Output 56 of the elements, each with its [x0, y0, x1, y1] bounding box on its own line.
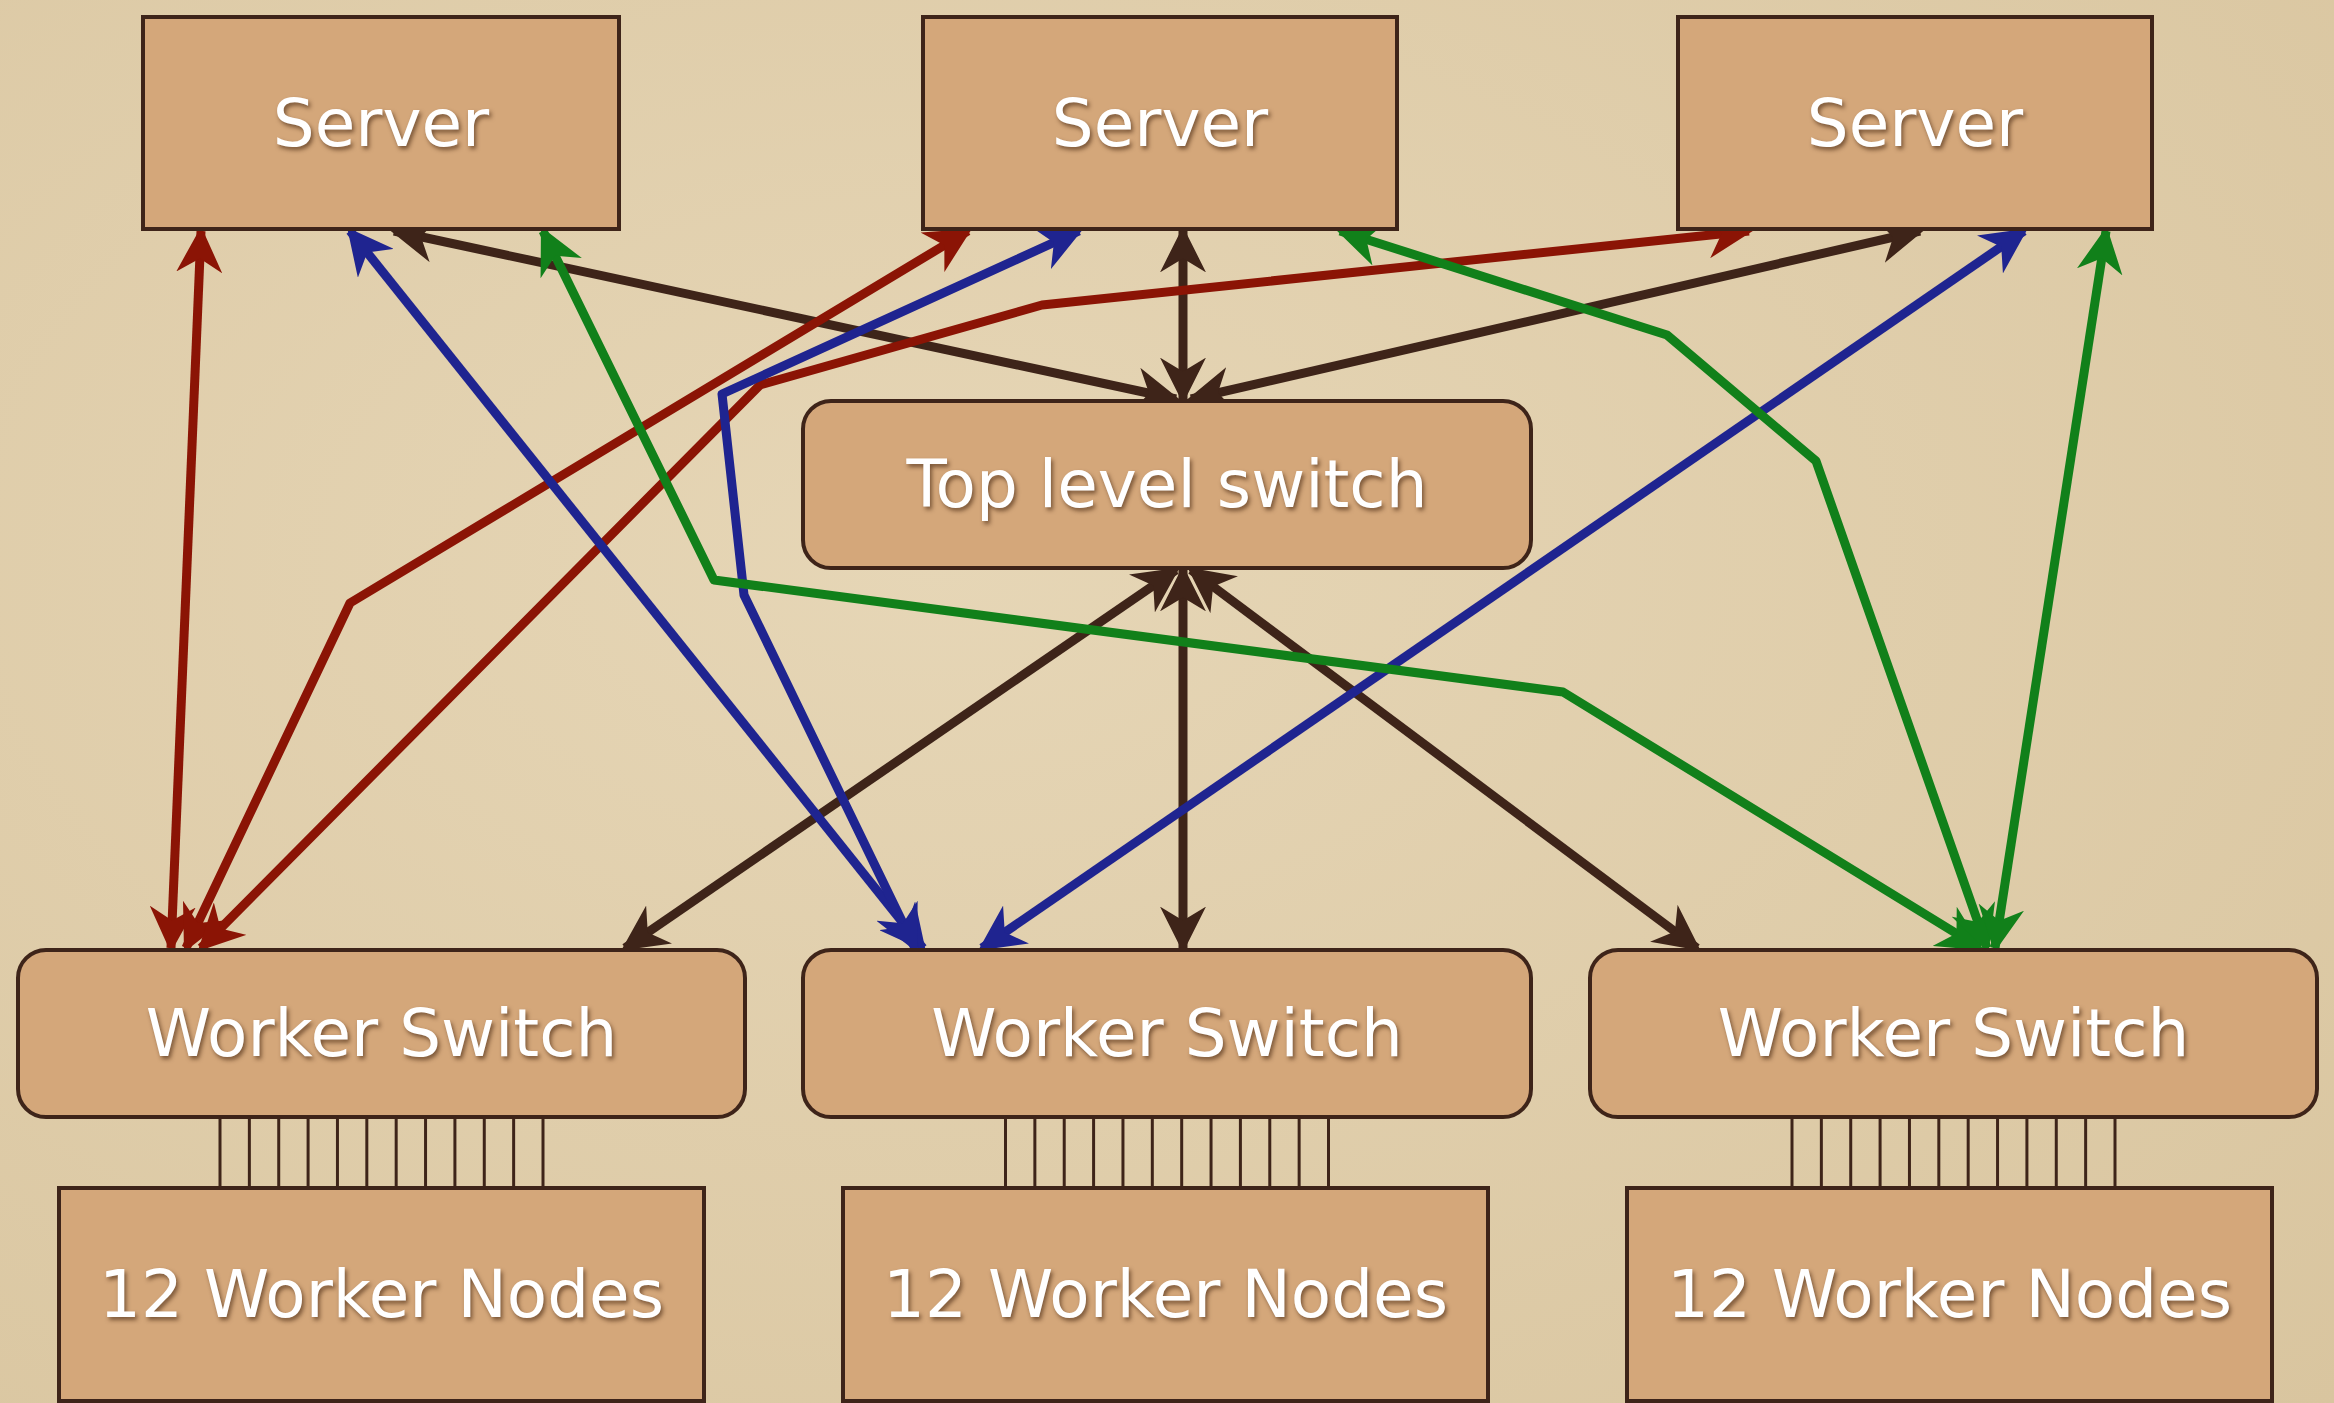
- connector-line: [306, 1119, 310, 1186]
- connector-line: [453, 1119, 457, 1186]
- switch-box: [801, 399, 1533, 570]
- connector-line: [1033, 1119, 1037, 1186]
- connector-line: [2054, 1119, 2058, 1186]
- connector-line: [394, 1119, 398, 1186]
- worker-nodes-box: [1625, 1186, 2274, 1403]
- connector-line: [335, 1119, 339, 1186]
- connector-line: [1878, 1119, 1882, 1186]
- connector-line: [1297, 1119, 1301, 1186]
- node-label: Server: [1806, 84, 2024, 162]
- node-label: 12 Worker Nodes: [1666, 1256, 2233, 1333]
- connector-line: [1092, 1119, 1096, 1186]
- connector-line: [277, 1119, 281, 1186]
- switch-box: [1588, 948, 2319, 1119]
- connector-line: [482, 1119, 486, 1186]
- connector-line: [1004, 1119, 1007, 1186]
- connector-line: [1238, 1119, 1242, 1186]
- connector-line: [1907, 1119, 1911, 1186]
- connector-line: [424, 1119, 428, 1186]
- connector-line: [365, 1119, 369, 1186]
- node-label: Server: [1051, 84, 1269, 162]
- connector-line: [512, 1119, 516, 1186]
- node-label: Worker Switch: [1717, 995, 2190, 1072]
- connector-line: [2113, 1119, 2117, 1186]
- server-box: [921, 15, 1399, 231]
- connector-line: [541, 1119, 545, 1186]
- worker-nodes-box: [57, 1186, 706, 1403]
- worker-nodes-box: [841, 1186, 1490, 1403]
- connector-line: [2084, 1119, 2088, 1186]
- connector-line: [1121, 1119, 1125, 1186]
- connector-line: [1790, 1119, 1794, 1186]
- node-label: Worker Switch: [145, 995, 618, 1072]
- connector-line: [1849, 1119, 1853, 1186]
- server-box: [1676, 15, 2154, 231]
- connector-line: [1819, 1119, 1823, 1186]
- node-label: Server: [272, 84, 490, 162]
- connector-line: [1062, 1119, 1066, 1186]
- switch-box: [16, 948, 747, 1119]
- connector-line: [1180, 1119, 1184, 1186]
- connector-line: [1209, 1119, 1213, 1186]
- connector-line: [1996, 1119, 2000, 1186]
- node-label: Top level switch: [906, 446, 1428, 523]
- connector-line: [1937, 1119, 1941, 1186]
- connector-line: [247, 1119, 251, 1186]
- connector-line: [1966, 1119, 1970, 1186]
- node-label: 12 Worker Nodes: [98, 1256, 665, 1333]
- connector-line: [1150, 1119, 1154, 1186]
- connector-line: [1268, 1119, 1272, 1186]
- node-label: Worker Switch: [931, 995, 1403, 1072]
- switch-box: [801, 948, 1533, 1119]
- server-box: [141, 15, 621, 231]
- connector-line: [218, 1119, 222, 1186]
- connector-line: [1327, 1119, 1330, 1186]
- node-label: 12 Worker Nodes: [882, 1256, 1449, 1333]
- connector-line: [2025, 1119, 2029, 1186]
